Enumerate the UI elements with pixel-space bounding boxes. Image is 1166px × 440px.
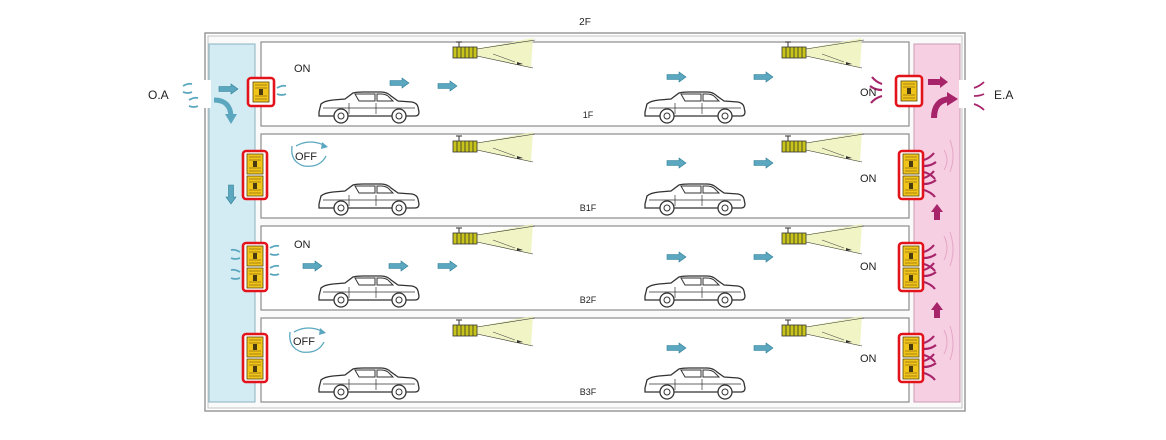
floor-b2f: B2F ON ON xyxy=(230,223,938,308)
supply-fan-status: OFF xyxy=(293,336,315,348)
shaft-openings xyxy=(203,80,967,108)
outside-air-inflow-icon xyxy=(182,82,199,108)
outside-air-label: O.A xyxy=(148,88,169,102)
supply-fan-unit[interactable] xyxy=(241,149,269,201)
exhaust-fan-unit[interactable] xyxy=(894,74,924,108)
top-floor-label: 2F xyxy=(579,17,591,28)
supply-fan-status: ON xyxy=(294,239,311,251)
exhaust-fan-status: ON xyxy=(860,87,877,99)
floor-b1f: B1F OFF ON xyxy=(241,131,938,216)
off-rotation-icon xyxy=(289,327,326,353)
exhaust-fan-status: ON xyxy=(860,261,877,273)
exhaust-fan-unit[interactable] xyxy=(897,149,925,201)
floor-label: B3F xyxy=(580,387,597,397)
exhaust-fan-status: ON xyxy=(860,173,877,185)
floor-1f: 1F ON ON xyxy=(246,37,924,124)
exhaust-fan-unit[interactable] xyxy=(897,332,925,384)
supply-fan-unit[interactable] xyxy=(246,76,276,108)
exhaust-outlet-arrows xyxy=(928,76,958,318)
exhaust-fan-unit[interactable] xyxy=(897,241,925,293)
floor-b3f: B3F OFF ON xyxy=(241,315,938,400)
floor-label: B1F xyxy=(580,203,597,213)
supply-fan-status: OFF xyxy=(295,151,317,163)
supply-fan-unit[interactable] xyxy=(241,241,269,293)
exhaust-shaft-airflow-lines xyxy=(943,139,954,361)
supply-fan-status: ON xyxy=(294,63,311,75)
supply-curve-arrow xyxy=(213,97,234,117)
exhaust-air-outflow-icon xyxy=(973,81,985,111)
supply-fan-unit[interactable] xyxy=(241,332,269,384)
exhaust-air-label: E.A xyxy=(994,88,1013,102)
exhaust-fan-status: ON xyxy=(860,353,877,365)
floor-label: B2F xyxy=(580,295,597,305)
off-rotation-icon xyxy=(291,141,328,167)
supply-intake-arrows xyxy=(213,83,239,205)
floor-label: 1F xyxy=(583,110,594,120)
